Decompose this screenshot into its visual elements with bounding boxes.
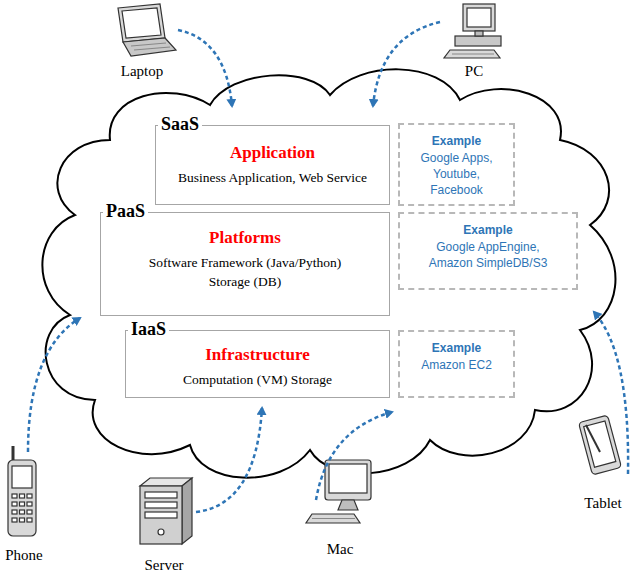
example-text: Google Apps, Youtube, Facebook <box>411 150 503 198</box>
example-box: ExampleAmazon EC2 <box>398 330 515 398</box>
layer-title: Infrastructure <box>205 345 310 365</box>
service-layer-box: SaaSApplicationBusiness Application, Web… <box>155 125 390 205</box>
device-label: Server <box>143 556 184 574</box>
layer-name: SaaS <box>158 114 202 134</box>
device-label: Laptop <box>120 62 165 80</box>
laptop-icon <box>118 4 176 56</box>
pc-icon <box>444 4 501 58</box>
mac-icon <box>306 460 371 523</box>
layer-name: PaaS <box>103 201 148 221</box>
example-heading: Example <box>463 222 512 238</box>
layer-description: Software Framework (Java/Python) <box>149 253 342 272</box>
access-arrow <box>316 412 392 500</box>
layer-description: Computation (VM) Storage <box>183 370 332 389</box>
example-text: Google AppEngine, Amazon SimpleDB/S3 <box>418 239 558 271</box>
tablet-icon <box>579 415 622 475</box>
cloud-outline <box>42 69 615 477</box>
device-label: Tablet <box>583 494 622 512</box>
server-icon <box>140 478 192 544</box>
example-text: Amazon EC2 <box>421 357 492 373</box>
phone-icon <box>8 446 36 536</box>
example-box: ExampleGoogle AppEngine, Amazon SimpleDB… <box>398 212 578 290</box>
layer-name: IaaS <box>128 319 169 339</box>
layer-title: Application <box>230 143 315 163</box>
layer-title: Platforms <box>209 228 281 248</box>
access-arrow <box>373 22 440 106</box>
service-layer-box: IaaSInfrastructureComputation (VM) Stora… <box>125 330 390 398</box>
access-arrow <box>28 318 80 452</box>
layer-description: Business Application, Web Service <box>178 168 367 187</box>
device-label: PC <box>464 62 484 80</box>
example-box: ExampleGoogle Apps, Youtube, Facebook <box>398 123 515 206</box>
layer-description: Storage (DB) <box>209 272 281 291</box>
device-label: Mac <box>326 540 355 558</box>
access-arrows <box>28 22 628 512</box>
example-heading: Example <box>432 340 481 356</box>
example-heading: Example <box>432 133 481 149</box>
service-layer-box: PaaSPlatformsSoftware Framework (Java/Py… <box>100 212 390 316</box>
access-arrow <box>178 30 232 106</box>
access-arrow <box>196 408 262 512</box>
device-label: Phone <box>4 546 44 564</box>
access-arrow <box>594 312 628 474</box>
